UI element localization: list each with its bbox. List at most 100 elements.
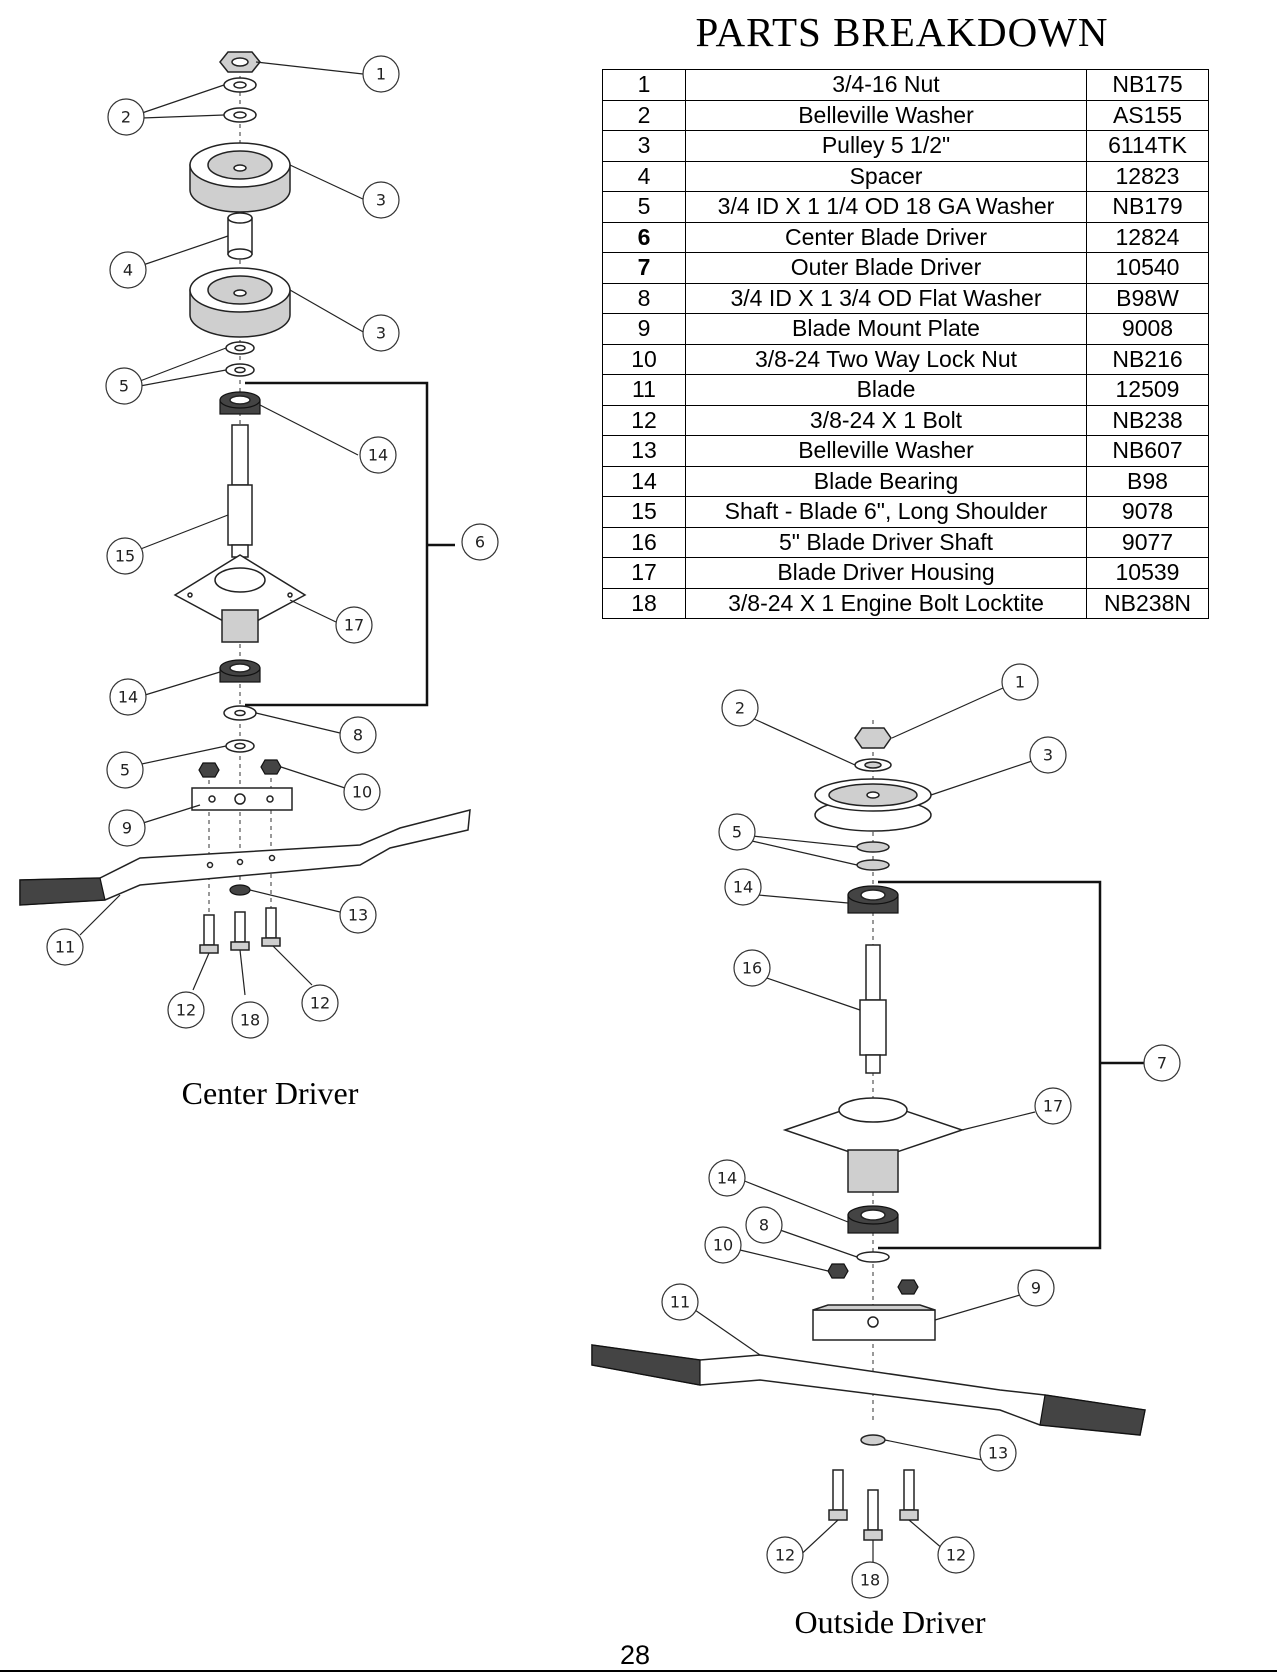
svg-text:12: 12 (176, 1001, 196, 1020)
svg-text:2: 2 (121, 108, 131, 127)
svg-text:12: 12 (310, 994, 330, 1013)
parts-cell-part: 9008 (1086, 313, 1209, 345)
svg-text:14: 14 (717, 1169, 737, 1188)
svg-text:5: 5 (732, 823, 742, 842)
svg-text:17: 17 (1043, 1097, 1063, 1116)
parts-cell-num: 4 (602, 160, 686, 192)
svg-text:14: 14 (733, 878, 753, 897)
parts-cell-part: NB238 (1086, 404, 1209, 436)
svg-text:10: 10 (352, 783, 372, 802)
bolt-part-outside (828, 1469, 919, 1541)
callout-5-lower: 5 (106, 751, 144, 789)
parts-cell-desc: 5" Blade Driver Shaft (685, 526, 1087, 558)
svg-text:3: 3 (376, 191, 386, 210)
svg-text:11: 11 (670, 1293, 690, 1312)
callout-18: 18 (231, 1001, 269, 1039)
parts-cell-num: 13 (602, 435, 686, 467)
callout-5: 5 (105, 367, 143, 405)
parts-cell-part: 10539 (1086, 557, 1209, 589)
callout-4: 4 (109, 251, 147, 289)
blade-mount-plate-part-outside (812, 1304, 936, 1341)
svg-text:16: 16 (742, 959, 762, 978)
callout-3-lower: 3 (362, 314, 400, 352)
svg-text:3: 3 (376, 324, 386, 343)
svg-text:6: 6 (475, 533, 485, 552)
blade-part-outside (591, 1344, 1146, 1436)
callout-11: 11 (46, 928, 84, 966)
center-driver-diagram: 1 2 3 4 3 5 14 15 6 17 14 8 5 10 9 13 11… (19, 51, 499, 1039)
pulley-part-lower (189, 267, 291, 338)
svg-text:14: 14 (118, 688, 138, 707)
svg-text:12: 12 (946, 1546, 966, 1565)
callout-8: 8 (339, 716, 377, 754)
pulley-part-outside (814, 778, 932, 832)
parts-cell-part: 12509 (1086, 374, 1209, 406)
parts-cell-num: 15 (602, 496, 686, 528)
svg-text:9: 9 (122, 819, 132, 838)
svg-text:15: 15 (115, 547, 135, 566)
outside-callout-11: 11 (661, 1283, 699, 1321)
outside-driver-caption: Outside Driver (794, 1604, 986, 1640)
callout-1: 1 (362, 55, 400, 93)
outside-callout-7: 7 (1143, 1044, 1181, 1082)
callout-17: 17 (335, 606, 373, 644)
svg-text:18: 18 (860, 1571, 880, 1590)
outside-callout-14-lower: 14 (708, 1159, 746, 1197)
parts-cell-desc: Belleville Washer (685, 435, 1087, 467)
parts-cell-num: 14 (602, 465, 686, 497)
parts-cell-part: 12823 (1086, 160, 1209, 192)
outside-driver-diagram: 1 2 3 5 14 16 7 17 14 8 10 9 11 13 12 18… (591, 663, 1181, 1599)
outside-callout-17: 17 (1034, 1087, 1072, 1125)
svg-text:13: 13 (988, 1444, 1008, 1463)
bearing-part-lower (219, 659, 261, 683)
parts-cell-part: NB238N (1086, 587, 1209, 619)
outside-callout-13: 13 (979, 1434, 1017, 1472)
parts-cell-part: 12824 (1086, 221, 1209, 253)
svg-text:8: 8 (353, 726, 363, 745)
shaft-part-outside (859, 944, 887, 1074)
parts-cell-num: 7 (602, 252, 686, 284)
parts-cell-num: 11 (602, 374, 686, 406)
callout-12: 12 (167, 991, 205, 1029)
outside-callout-9: 9 (1017, 1269, 1055, 1307)
blade-mount-plate-part (191, 787, 293, 811)
svg-text:1: 1 (1015, 673, 1025, 692)
callout-12-right: 12 (301, 984, 339, 1022)
outside-callout-3: 3 (1029, 736, 1067, 774)
callout-9: 9 (108, 809, 146, 847)
svg-text:2: 2 (735, 699, 745, 718)
pulley-part (189, 142, 291, 213)
parts-cell-num: 1 (602, 69, 686, 101)
parts-cell-part: 6114TK (1086, 130, 1209, 162)
svg-text:17: 17 (344, 616, 364, 635)
blade-part (19, 809, 471, 906)
outside-callout-5: 5 (718, 813, 756, 851)
housing-part (173, 554, 307, 643)
outside-callout-2: 2 (721, 689, 759, 727)
callout-10: 10 (343, 773, 381, 811)
callout-6: 6 (461, 523, 499, 561)
outside-callout-8: 8 (745, 1206, 783, 1244)
parts-cell-desc: 3/8-24 X 1 Engine Bolt Locktite (685, 587, 1087, 619)
housing-part-outside (782, 1097, 965, 1193)
parts-cell-num: 18 (602, 587, 686, 619)
bearing-part-outside (847, 885, 899, 914)
callout-3: 3 (362, 181, 400, 219)
parts-cell-part: B98W (1086, 282, 1209, 314)
svg-text:9: 9 (1031, 1279, 1041, 1298)
parts-cell-part: NB179 (1086, 191, 1209, 223)
svg-text:14: 14 (368, 446, 388, 465)
callout-13: 13 (339, 896, 377, 934)
parts-cell-part: NB175 (1086, 69, 1209, 101)
